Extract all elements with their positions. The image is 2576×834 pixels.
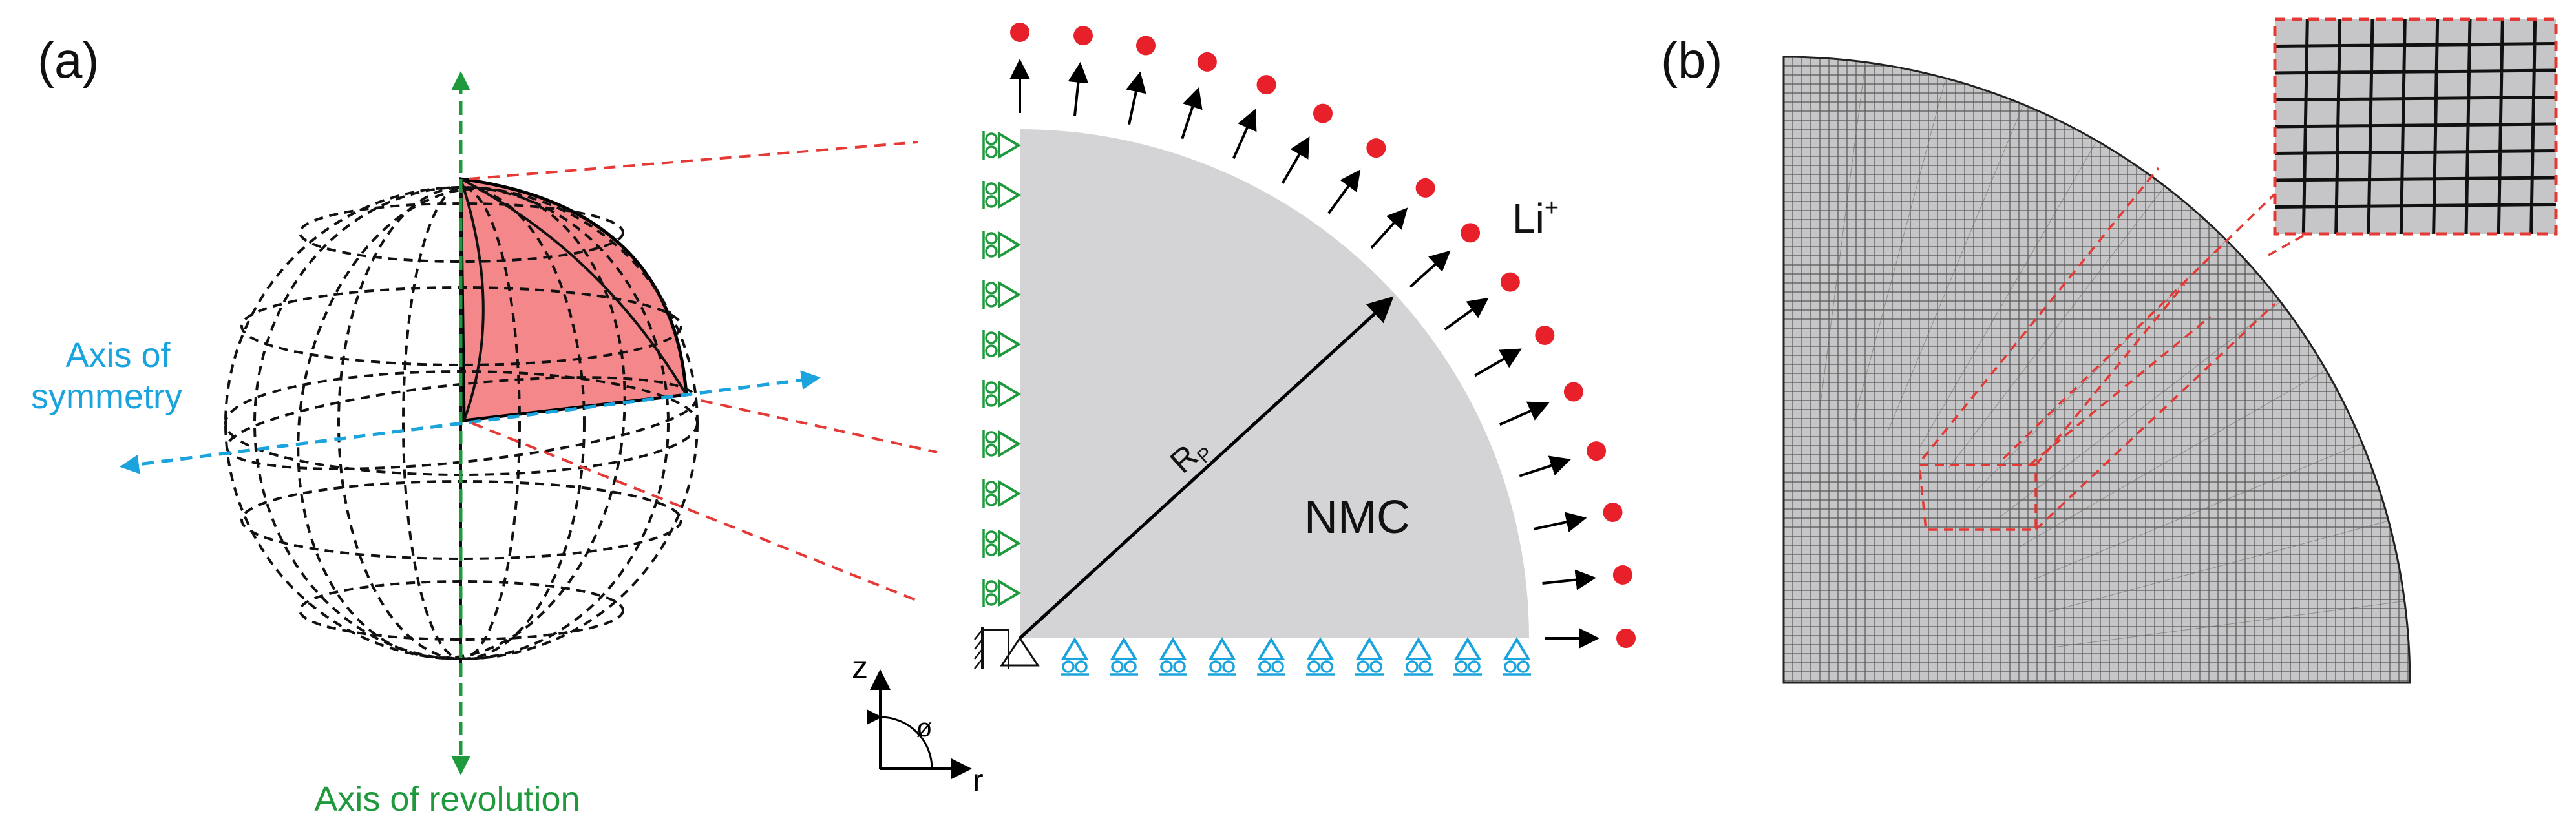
r-axis-label: r bbox=[973, 762, 984, 798]
roller-support-left bbox=[982, 529, 1021, 558]
nmc-quarter-circle bbox=[1020, 129, 1529, 638]
zoom-inset bbox=[2273, 17, 2558, 236]
roller-support-left bbox=[982, 280, 1021, 309]
roller-support-bottom bbox=[1110, 637, 1138, 676]
li-ion-dot bbox=[1197, 52, 1217, 72]
roller-support-left bbox=[982, 479, 1021, 508]
li-flux-arrows bbox=[1009, 59, 1599, 649]
li-ion-dot bbox=[1010, 23, 1029, 42]
roller-support-left bbox=[982, 430, 1021, 458]
roller-support-bottom bbox=[1404, 637, 1433, 676]
zoom-indicators bbox=[1918, 167, 2379, 531]
roller-support-bottom bbox=[1453, 637, 1482, 676]
li-flux-arrow bbox=[1327, 169, 1361, 214]
bottom-roller-supports bbox=[1061, 637, 1531, 676]
li-ion-dot bbox=[1136, 36, 1156, 56]
z-axis-label: z bbox=[852, 649, 868, 685]
li-ion-dot bbox=[1461, 223, 1481, 243]
li-flux-arrow bbox=[1181, 87, 1203, 140]
roller-support-bottom bbox=[1159, 637, 1187, 676]
roller-support-bottom bbox=[1503, 637, 1531, 676]
roller-support-bottom bbox=[1257, 637, 1285, 676]
li-ion-dot bbox=[1535, 326, 1555, 345]
coordinate-system: z r ø bbox=[852, 649, 984, 798]
angle-label: ø bbox=[916, 714, 932, 742]
roller-support-bottom bbox=[1306, 637, 1335, 676]
li-ion-dot bbox=[1612, 565, 1632, 585]
revolution-axis-label: Axis of revolution bbox=[314, 780, 580, 818]
li-flux-arrow bbox=[1474, 348, 1522, 377]
li-ion-dot bbox=[1616, 629, 1636, 648]
li-flux-arrow bbox=[1409, 250, 1451, 288]
li-ion-dot bbox=[1073, 26, 1093, 46]
li-ion-dot bbox=[1563, 382, 1583, 402]
li-ion-dot bbox=[1603, 502, 1623, 522]
li-ion-dot bbox=[1500, 272, 1520, 292]
roller-support-left bbox=[982, 380, 1021, 408]
li-ions bbox=[1010, 23, 1636, 648]
pin-support bbox=[974, 627, 1040, 669]
projection-lines-a bbox=[468, 141, 938, 602]
roller-support-left bbox=[982, 231, 1021, 259]
roller-support-bottom bbox=[1355, 637, 1384, 676]
li-ion-dot bbox=[1415, 178, 1435, 198]
li-flux-arrow bbox=[1542, 569, 1597, 590]
li-ion-dot bbox=[1313, 103, 1333, 123]
li-flux-arrow bbox=[1533, 512, 1587, 532]
radius-arrow bbox=[1019, 296, 1394, 640]
ion-label: Li+ bbox=[1512, 194, 1559, 242]
li-flux-arrow bbox=[1068, 61, 1089, 116]
roller-support-left bbox=[982, 579, 1021, 607]
symmetry-axis-label-line-2: symmetry bbox=[31, 377, 182, 416]
li-ion-dot bbox=[1587, 441, 1607, 461]
symmetry-axis-label: Axis of symmetry bbox=[31, 336, 182, 416]
li-flux-arrow bbox=[1499, 401, 1550, 426]
roller-support-left bbox=[982, 131, 1021, 160]
li-flux-arrow bbox=[1232, 109, 1257, 160]
li-ion-dot bbox=[1366, 138, 1386, 158]
roller-support-left bbox=[982, 181, 1021, 209]
panel-label-b: (b) bbox=[1661, 32, 1722, 89]
material-label: NMC bbox=[1304, 492, 1410, 543]
roller-support-bottom bbox=[1061, 637, 1089, 676]
li-ion-dot bbox=[1256, 75, 1276, 95]
li-flux-arrow bbox=[1281, 136, 1310, 184]
roller-support-bottom bbox=[1208, 637, 1236, 676]
symmetry-axis-label-line-1: Axis of bbox=[65, 336, 171, 375]
panel-label-a: (a) bbox=[37, 32, 99, 89]
li-flux-arrow bbox=[1370, 207, 1408, 249]
li-flux-arrow bbox=[1444, 297, 1489, 331]
li-flux-arrow bbox=[1126, 71, 1146, 125]
li-flux-arrow bbox=[1519, 455, 1572, 477]
roller-support-left bbox=[982, 330, 1021, 359]
left-roller-supports bbox=[982, 131, 1021, 607]
